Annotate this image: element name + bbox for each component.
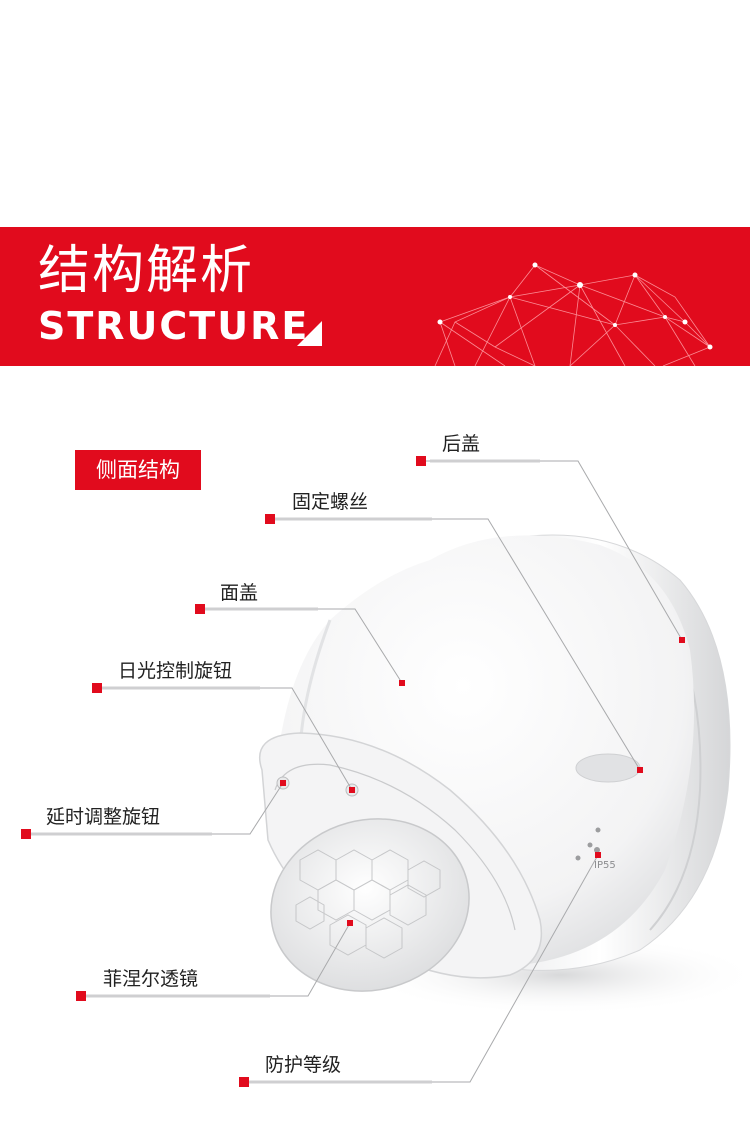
label-protection-rating: 防护等级 (265, 1054, 342, 1076)
sensor-product-image: IP55 (21, 456, 750, 1087)
label-front-cover: 面盖 (220, 582, 259, 604)
banner-title-en: STRUCTURE (38, 304, 310, 348)
triangle-icon (297, 321, 322, 346)
label-rear-cover: 后盖 (442, 433, 481, 455)
label-daylight-knob: 日光控制旋钮 (118, 660, 233, 682)
label-delay-knob: 延时调整旋钮 (46, 806, 161, 828)
network-sphere-decoration (434, 262, 713, 366)
header-banner: 结构解析 STRUCTURE (0, 227, 750, 366)
section-tag: 侧面结构 (75, 450, 201, 490)
label-fixing-screw: 固定螺丝 (292, 491, 369, 513)
label-fresnel-lens: 菲涅尔透镜 (103, 968, 199, 990)
banner-title-cn: 结构解析 (38, 241, 255, 301)
ip-marking: IP55 (594, 860, 616, 871)
